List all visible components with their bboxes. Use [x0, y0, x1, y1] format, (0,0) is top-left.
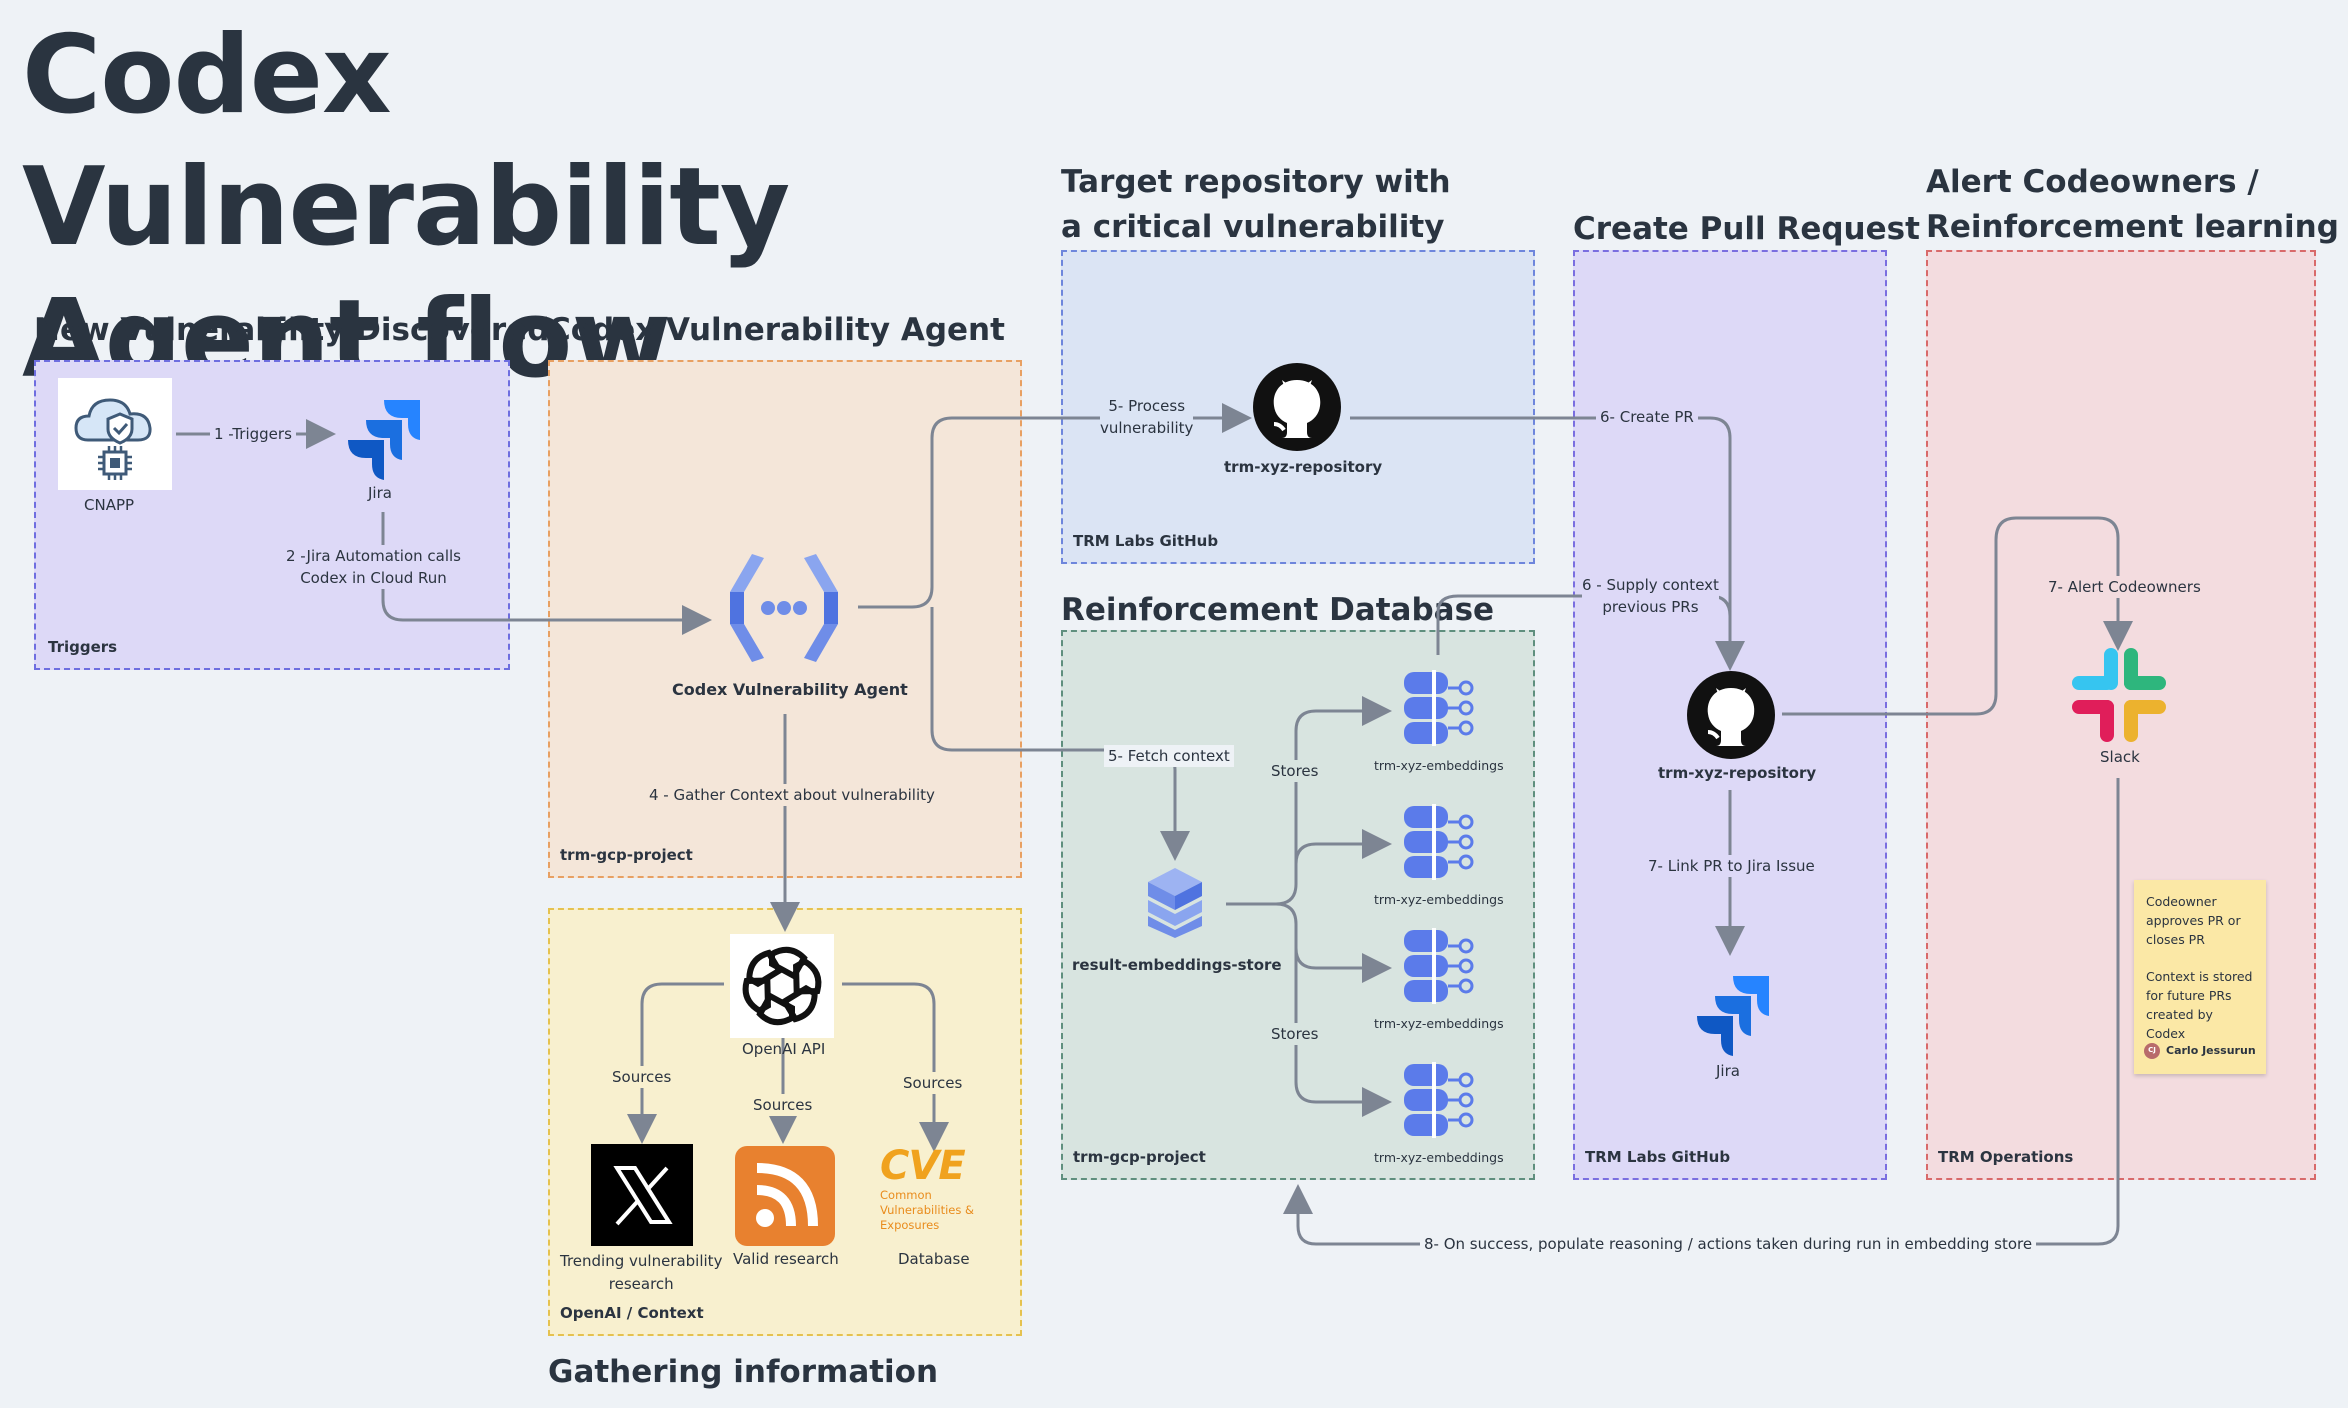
database-icon [1400, 1060, 1476, 1140]
section-title-create-pr: Create Pull Request [1573, 211, 1920, 247]
jira-icon [1689, 974, 1773, 1058]
jira-pr-label: Jira [1716, 1062, 1740, 1080]
edge-label-supply-context: 6 - Supply context previous PRs [1582, 574, 1719, 618]
embeddings-label: trm-xyz-embeddings [1374, 1150, 1504, 1165]
edge-agent-out [858, 403, 1252, 609]
openai-label: OpenAI API [742, 1040, 826, 1058]
edge-sources-left [627, 982, 724, 1144]
rss-icon [735, 1146, 835, 1246]
edge-label-sources-left: Sources [612, 1066, 672, 1088]
edge-jira-automation [381, 512, 712, 635]
section-title-agent: Codex Vulnerability Agent [548, 312, 1005, 348]
sticky-note: Codeowner approves PR or closes PR Conte… [2134, 880, 2266, 1074]
cnapp-label: CNAPP [84, 496, 135, 514]
edge-label-gather: 4 - Gather Context about vulnerability [645, 784, 939, 806]
edge-label-sources-mid: Sources [753, 1094, 813, 1116]
edge-label-create-pr: 6- Create PR [1596, 406, 1698, 428]
edge-alert-codeowners [1782, 516, 2133, 716]
slack-label: Slack [2100, 748, 2140, 766]
codex-agent-label: Codex Vulnerability Agent [672, 680, 908, 699]
edge-label-link-pr: 7- Link PR to Jira Issue [1644, 855, 1819, 877]
edge-stores-1 [1226, 696, 1392, 906]
edge-sources-right [842, 982, 949, 1152]
cve-logo: CVE Common Vulnerabilities & Exposures [880, 1143, 974, 1232]
edge-create-pr [1350, 416, 1745, 671]
edge-label-alert: 7- Alert Codeowners [2044, 576, 2205, 598]
x-icon [591, 1144, 693, 1246]
edge-stores-2 [1294, 829, 1392, 884]
database-icon [1400, 802, 1476, 882]
edge-label-jira-automation: 2 -Jira Automation calls Codex in Cloud … [286, 545, 461, 589]
result-store-label: result-embeddings-store [1072, 956, 1282, 974]
vector-store-icon [1144, 866, 1206, 940]
slack-icon [2070, 646, 2168, 744]
sticky-author: CJ Carlo Jessurun [2144, 1041, 2256, 1060]
edge-fetch-context [930, 607, 1190, 861]
github-icon [1686, 670, 1776, 760]
edge-label-triggers: 1 -Triggers [210, 423, 296, 445]
section-title-gathering: Gathering information [548, 1354, 939, 1390]
edge-stores-3 [1275, 902, 1392, 983]
edge-label-fetch: 5- Fetch context [1104, 745, 1234, 767]
codex-agent-icon [724, 552, 844, 664]
embeddings-label: trm-xyz-embeddings [1374, 1016, 1504, 1031]
edge-stores-4 [1294, 948, 1392, 1117]
database-icon [1400, 926, 1476, 1006]
section-title-target-repo: Target repository with a critical vulner… [1061, 164, 1451, 245]
section-title-reinforcement-db: Reinforcement Database [1061, 592, 1495, 628]
cve-label: Database [898, 1250, 970, 1268]
edge-label-populate: 8- On success, populate reasoning / acti… [1420, 1233, 2037, 1255]
openai-icon [730, 934, 834, 1038]
database-icon [1400, 668, 1476, 748]
github-icon [1252, 362, 1342, 452]
jira-label: Jira [368, 484, 392, 502]
embeddings-label: trm-xyz-embeddings [1374, 758, 1504, 773]
edge-label-process: 5- Process vulnerability [1100, 395, 1194, 439]
embeddings-label: trm-xyz-embeddings [1374, 892, 1504, 907]
repo-pr-label: trm-xyz-repository [1658, 764, 1817, 782]
edge-label-stores-bottom: Stores [1271, 1023, 1319, 1045]
jira-icon [340, 398, 424, 482]
edge-supply-context [1436, 594, 1732, 655]
edge-label-stores-top: Stores [1271, 760, 1319, 782]
section-title-new-vulnerability: New Vulnerability Discovered [34, 312, 550, 348]
repo-target-label: trm-xyz-repository [1224, 458, 1383, 476]
cnapp-icon [58, 378, 172, 490]
avatar: CJ [2144, 1042, 2160, 1059]
section-title-alert: Alert Codeowners / Reinforcement learnin… [1926, 164, 2339, 245]
x-label: Trending vulnerability research [560, 1252, 723, 1293]
edge-label-sources-right: Sources [903, 1072, 963, 1094]
rss-label: Valid research [733, 1250, 839, 1268]
